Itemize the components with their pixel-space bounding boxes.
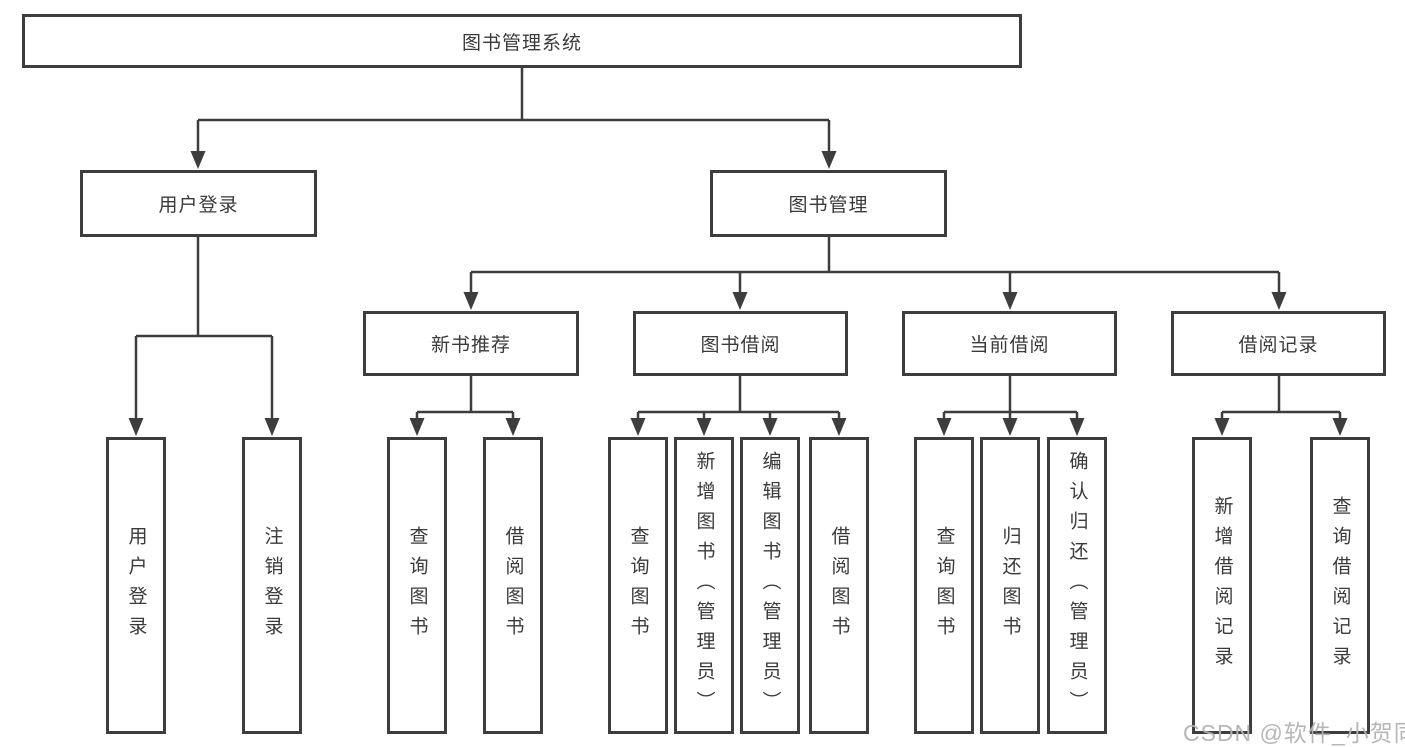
leaf-borrow-books-1: 借阅图书: [483, 437, 543, 734]
leaf-add-book-admin: 新增图书（管理员）: [674, 437, 734, 734]
leaf-query-borrow-record-label: 查询借阅记录: [1329, 495, 1351, 676]
leaf-user-login: 用户登录: [106, 437, 166, 734]
leaf-query-books-1: 查询图书: [387, 437, 447, 734]
node-new-book-recommendation: 新书推荐: [363, 311, 579, 376]
leaf-borrow-books-2: 借阅图书: [809, 437, 869, 734]
leaf-query-books-1-label: 查询图书: [406, 525, 428, 646]
node-current-borrowing: 当前借阅: [902, 311, 1117, 376]
node-user-login: 用户登录: [80, 170, 317, 237]
node-book-management: 图书管理: [710, 170, 947, 237]
leaf-query-books-2-label: 查询图书: [627, 525, 649, 646]
leaf-query-books-3: 查询图书: [914, 437, 974, 734]
leaf-add-borrow-record-label: 新增借阅记录: [1211, 495, 1233, 676]
leaf-edit-book-admin: 编辑图书（管理员）: [740, 437, 800, 734]
node-borrowing-records: 借阅记录: [1171, 311, 1386, 376]
node-root: 图书管理系统: [22, 14, 1022, 68]
node-book-borrowing: 图书借阅: [633, 311, 848, 376]
leaf-confirm-return-admin-label: 确认归还（管理员）: [1066, 450, 1088, 721]
leaf-add-borrow-record: 新增借阅记录: [1192, 437, 1252, 734]
leaf-user-login-label: 用户登录: [125, 525, 147, 646]
leaf-borrow-books-2-label: 借阅图书: [828, 525, 850, 646]
connector-paths: [134, 68, 1342, 419]
leaf-query-books-3-label: 查询图书: [933, 525, 955, 646]
leaf-confirm-return-admin: 确认归还（管理员）: [1047, 437, 1107, 734]
arrowheads: [128, 151, 1348, 436]
leaf-return-books-label: 归还图书: [999, 525, 1021, 646]
leaf-logout-label: 注销登录: [261, 525, 283, 646]
leaf-borrow-books-1-label: 借阅图书: [502, 525, 524, 646]
leaf-query-books-2: 查询图书: [608, 437, 668, 734]
leaf-return-books: 归还图书: [980, 437, 1040, 734]
leaf-logout: 注销登录: [242, 437, 302, 734]
leaf-add-book-admin-label: 新增图书（管理员）: [693, 450, 715, 721]
leaf-edit-book-admin-label: 编辑图书（管理员）: [759, 450, 781, 721]
csdn-watermark: CSDN @软件_小贺同学: [1183, 720, 1405, 746]
leaf-query-borrow-record: 查询借阅记录: [1310, 437, 1370, 734]
